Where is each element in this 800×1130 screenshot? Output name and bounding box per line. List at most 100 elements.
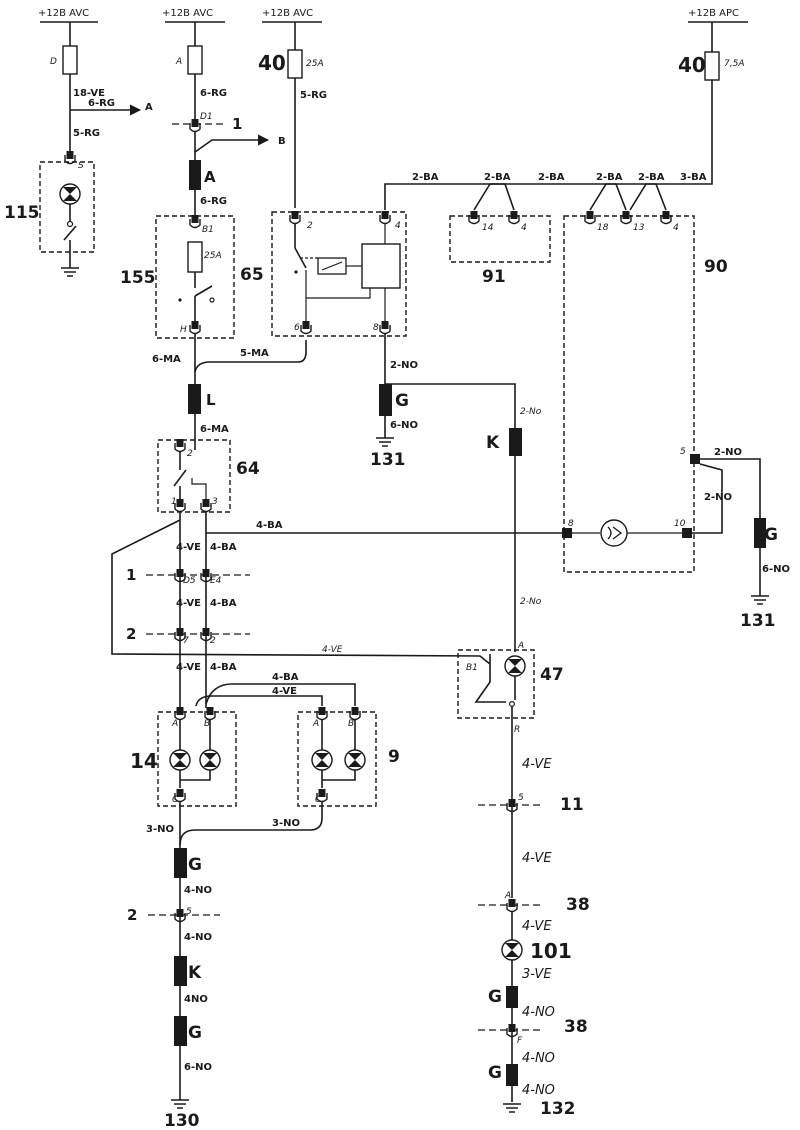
splice-g6 (506, 986, 518, 1008)
conn-38-top: 38 (566, 895, 590, 915)
pin-47-b1: B1 (466, 663, 478, 673)
wire-3ve-r: 3-VE (522, 967, 552, 982)
wire-2ba-18: 2-BA (596, 172, 623, 183)
fuse-40b-ref: 40 (678, 53, 706, 77)
pin-47-r: R (514, 725, 520, 735)
supply-label-1: +12B AVC (38, 8, 89, 19)
splice-g2-label: G (188, 855, 202, 875)
component-115-box (39, 161, 95, 253)
wire-4no-2: 4-NO (184, 932, 212, 943)
wire-4ve-r1: 4-VE (522, 757, 552, 772)
fuse-40a-ref: 40 (258, 51, 286, 75)
component-91: 14 4 91 (449, 210, 551, 287)
pin-65-8: 8 (373, 323, 379, 333)
ref-91: 91 (482, 267, 506, 287)
wire-4ba-2: 4-BA (210, 598, 237, 609)
pin-2: 2 (210, 636, 216, 646)
wire-4ve-2: 4-VE (176, 598, 201, 609)
fuse-40a-rating: 25A (306, 59, 324, 69)
pin-11-5: 5 (518, 793, 524, 803)
circuit-65: 40 25A 5-RG 2 4 6 8 65 2-NO G 6-NO 131 (240, 22, 418, 470)
pin-14-c: C (172, 795, 179, 805)
splice-g2 (174, 848, 187, 878)
fuse-a (187, 45, 203, 75)
fuse-40a (287, 49, 303, 79)
wire-2ba-65: 2-BA (412, 172, 439, 183)
ground-131-right: 131 (740, 611, 776, 631)
wire-4ve-r2: 4-VE (522, 851, 552, 866)
splice-g3 (174, 1016, 187, 1046)
pin-90-4: 4 (673, 223, 679, 233)
pin-h: H (180, 325, 187, 335)
wire-6rg-a: 6-RG (88, 98, 115, 109)
pin-90-8: 8 (568, 519, 574, 529)
conn-38-bottom: 38 (564, 1017, 588, 1037)
ref-101: 101 (530, 939, 572, 963)
pin-s: S (78, 161, 84, 171)
splice-g1 (379, 384, 392, 416)
pin-90-5: 5 (680, 447, 686, 457)
ref-65: 65 (240, 265, 264, 285)
wire-4no-3: 4NO (184, 994, 208, 1005)
ref-90: 90 (704, 257, 728, 277)
wire-2ba-13: 2-BA (638, 172, 665, 183)
indicator-90-icon (600, 519, 628, 547)
splice-g5-label: G (764, 525, 778, 545)
wire-2no-90: 2-NO (714, 447, 742, 458)
conn-1-mid: 1 (126, 566, 136, 584)
pin-9-b: B (348, 719, 354, 729)
splice-l-label: L (206, 391, 216, 409)
pin-38-a: A (504, 891, 511, 901)
ref-64: 64 (236, 459, 260, 479)
conn-2-bottom: 2 (127, 906, 137, 924)
splice-g1-label: G (395, 391, 409, 411)
ref-14: 14 (130, 749, 158, 773)
pin-64-1: 1 (171, 497, 177, 507)
pin-65-2: 2 (307, 221, 313, 231)
wire-4ve-3: 4-VE (176, 662, 201, 673)
supply-rails: +12B AVC +12B AVC +12B AVC +12B APC (38, 8, 748, 23)
pin-2-5: 5 (186, 907, 192, 917)
pin-90-18: 18 (597, 223, 609, 233)
pin-d5: D5 (183, 576, 196, 586)
component-64-box (157, 439, 231, 513)
fuse-40b (704, 51, 720, 81)
wire-6no-130: 6-NO (184, 1062, 212, 1073)
wire-4no-r3: 4-NO (522, 1083, 555, 1098)
wire-18ve: 18-VE (73, 88, 105, 99)
wire-4no-r2: 4-NO (522, 1051, 555, 1066)
wire-6no-r: 6-NO (762, 564, 790, 575)
fuse-a-label: A (175, 57, 182, 67)
wire-6ma-h: 6-MA (152, 354, 181, 365)
arrow-a-label: A (145, 102, 153, 113)
lamp-101-icon (501, 939, 523, 961)
splice-k2-label: K (188, 963, 202, 983)
wire-3no-9: 3-NO (272, 818, 300, 829)
circuit-47: 2-No K 2-No A B1 47 R 4-VE 5 11 4-VE A 3… (385, 383, 590, 1119)
conn-1-top: 1 (232, 115, 242, 133)
ref-9: 9 (388, 747, 400, 767)
wire-4ba-3: 4-BA (210, 662, 237, 673)
conn-11: 11 (560, 795, 584, 815)
arrow-b-label: B (278, 136, 286, 147)
wire-4no-r1: 4-NO (522, 1005, 555, 1020)
circuit-155-64: A 6-RG D1 1 B A 6-RG B1 25A H 155 6-MA 5… (120, 22, 307, 513)
fuse-d-label: D (50, 57, 57, 67)
wire-4ba-1: 4-BA (210, 542, 237, 553)
pin-65-6: 6 (294, 323, 300, 333)
splice-k2 (174, 956, 187, 986)
pin-9-c: C (315, 795, 322, 805)
fuse-d (62, 45, 78, 75)
wire-6ma-64: 6-MA (200, 424, 229, 435)
pin-64-2: 2 (187, 449, 193, 459)
pin-e4: E4 (210, 576, 222, 586)
splice-a-label: A (204, 168, 216, 186)
pin-91-14: 14 (482, 223, 494, 233)
circuit-14-9: 4-VE 4-BA D5 E4 1 4-VE 4-BA 7 2 2 4-VE 4… (111, 512, 491, 1130)
wire-4no-1: 4-NO (184, 885, 212, 896)
splice-k1 (509, 428, 522, 456)
component-91-box (449, 215, 551, 263)
component-14-box (157, 711, 237, 807)
component-155-box (155, 215, 235, 339)
pin-47-a: A (517, 641, 524, 651)
